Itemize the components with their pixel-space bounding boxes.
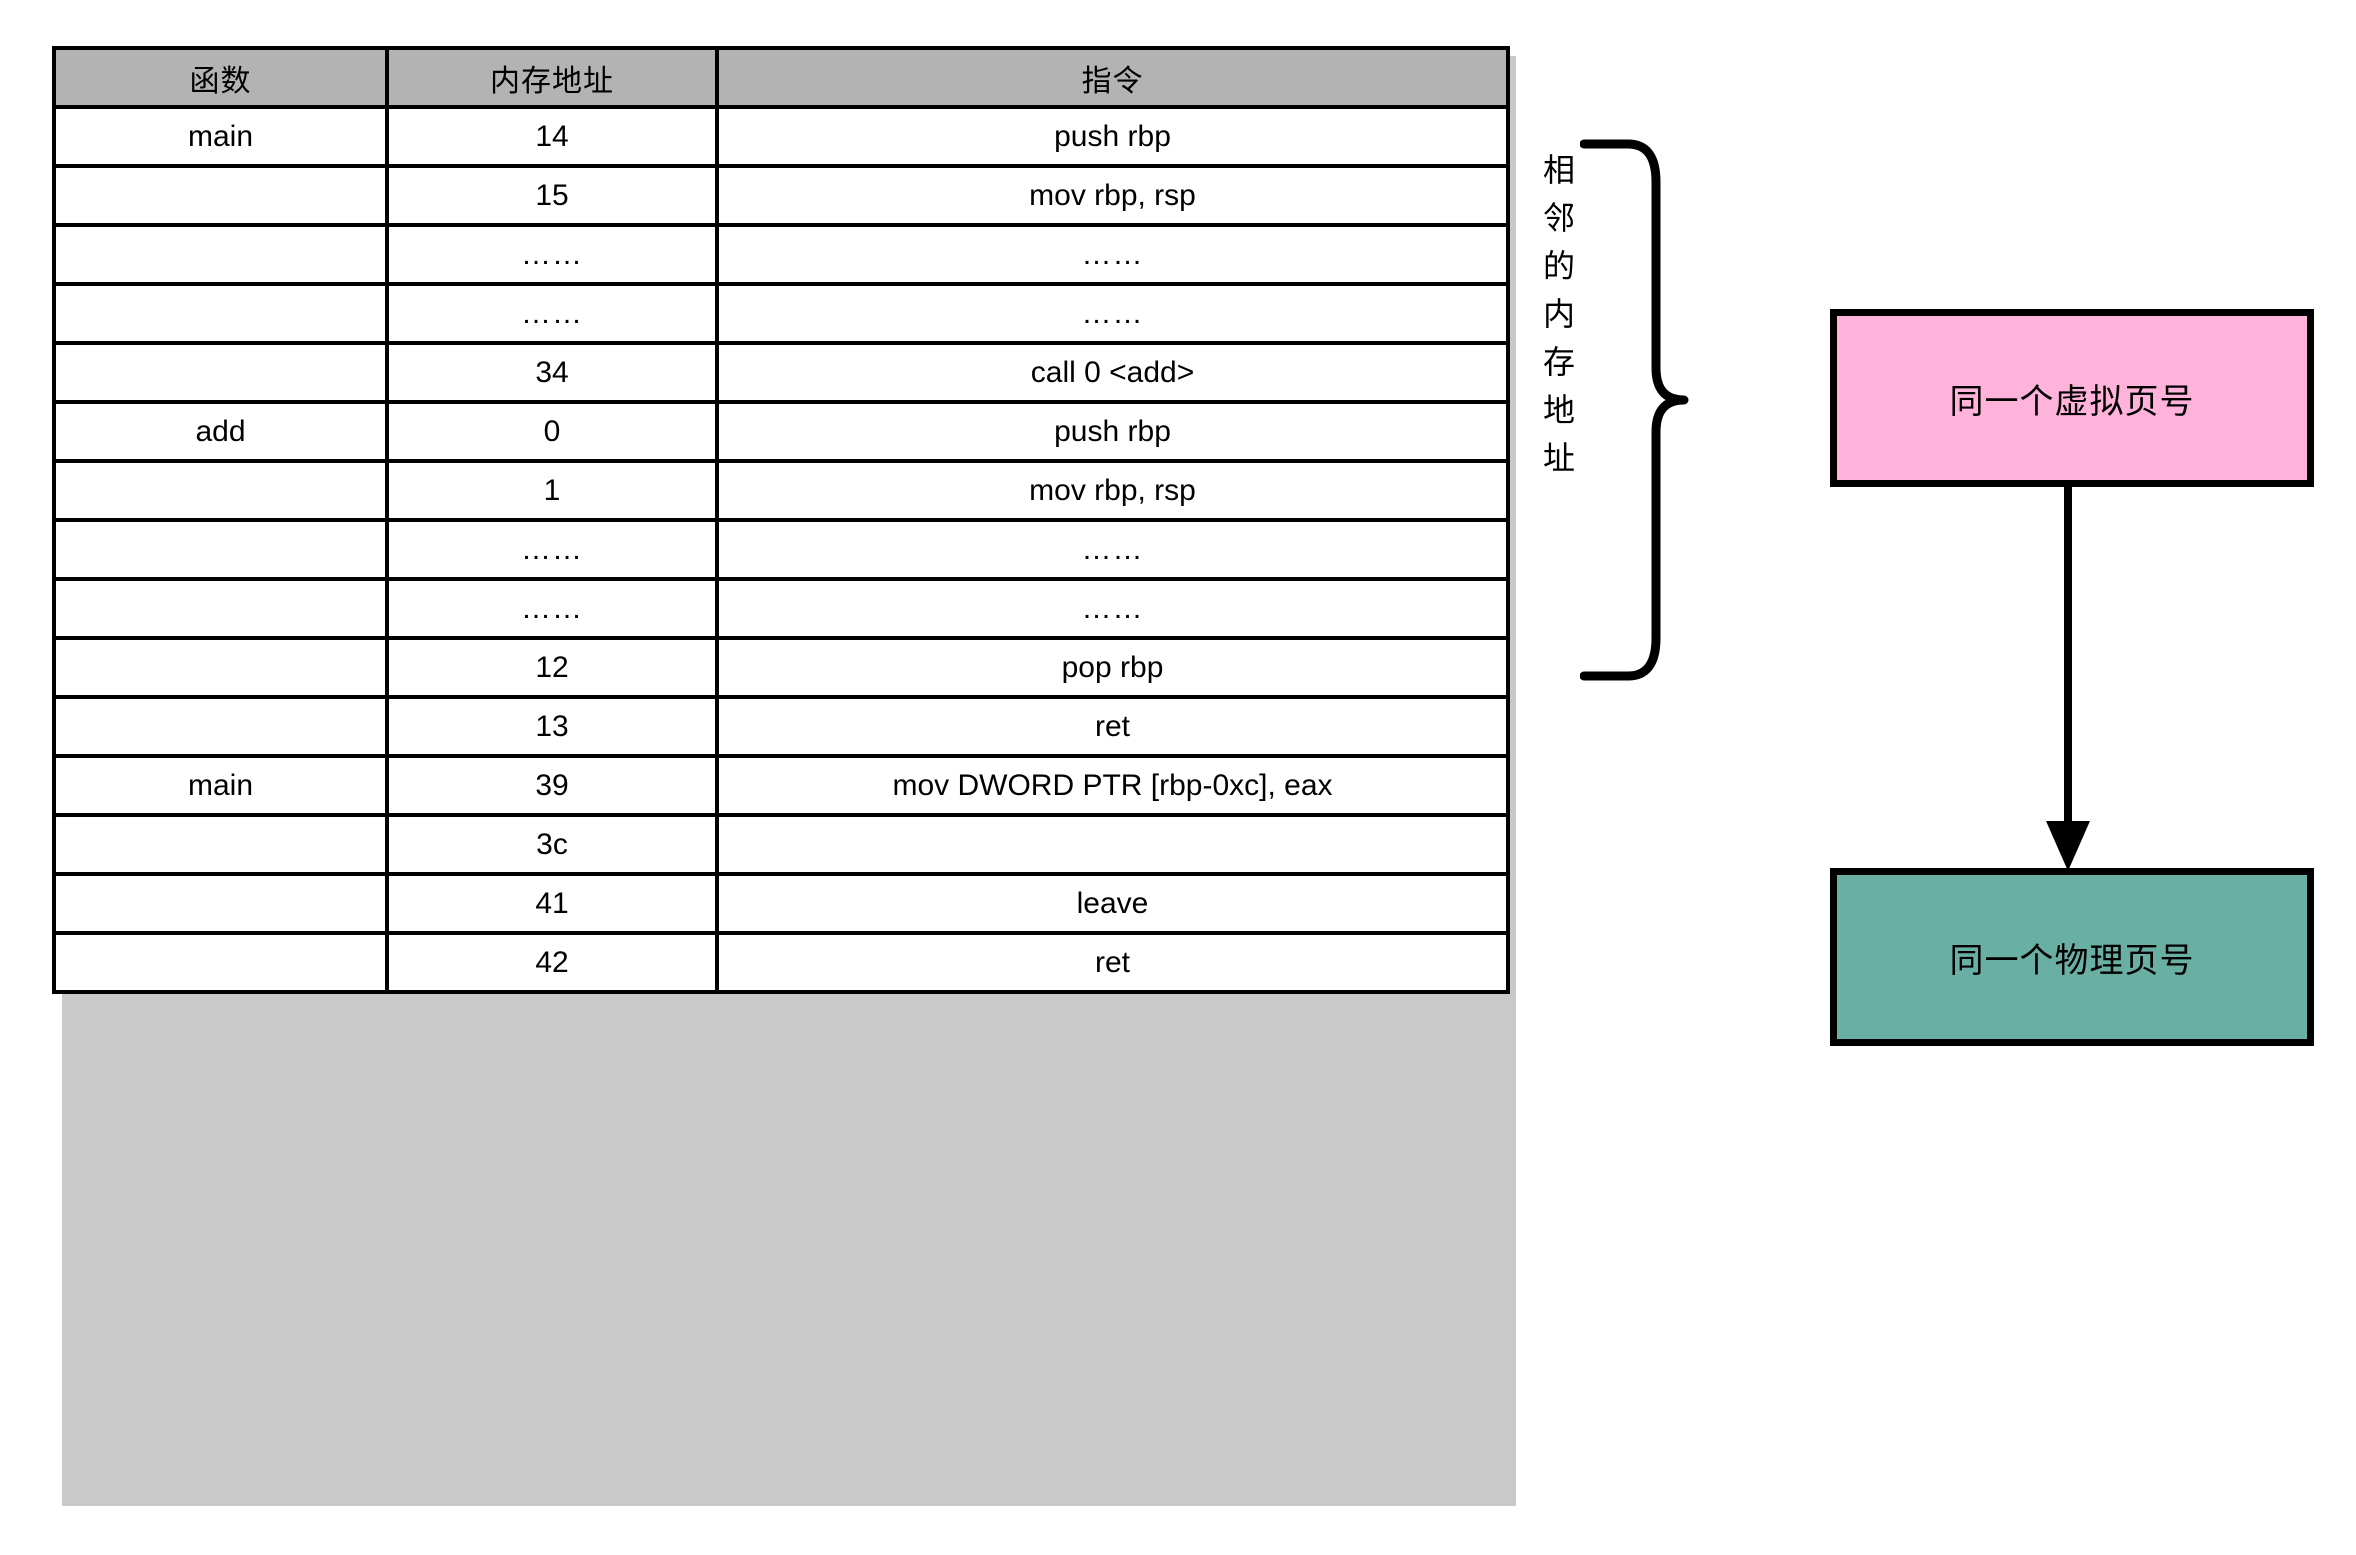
cell-address: 39 (385, 754, 719, 817)
cell-instruction: mov rbp, rsp (715, 164, 1510, 227)
table-row: ………… (52, 223, 1510, 286)
table-row: ………… (52, 518, 1510, 581)
cell-instruction: leave (715, 872, 1510, 935)
cell-function (52, 695, 389, 758)
column-header-instruction: 指令 (715, 46, 1510, 109)
cell-instruction: …… (715, 282, 1510, 345)
cell-function (52, 164, 389, 227)
cell-address: 13 (385, 695, 719, 758)
cell-address: 12 (385, 636, 719, 699)
down-arrow-icon (2046, 485, 2090, 871)
brace-label-char: 相 (1542, 152, 1575, 188)
cell-address: …… (385, 518, 719, 581)
cell-address: 34 (385, 341, 719, 404)
table-row: 3c (52, 813, 1510, 876)
table-row: ………… (52, 282, 1510, 345)
brace-label-char: 址 (1542, 440, 1575, 476)
cell-address: 1 (385, 459, 719, 522)
cell-instruction (715, 813, 1510, 876)
cell-instruction: ret (715, 931, 1510, 994)
cell-function: add (52, 400, 389, 463)
brace-label-char: 的 (1542, 248, 1575, 284)
cell-instruction: ret (715, 695, 1510, 758)
cell-function: main (52, 105, 389, 168)
brace-label: 相 邻 的 内 存 地 址 (1537, 146, 1581, 482)
cell-address: …… (385, 223, 719, 286)
cell-instruction: …… (715, 577, 1510, 640)
cell-function (52, 813, 389, 876)
column-header-address: 内存地址 (385, 46, 719, 109)
brace-label-char: 内 (1542, 296, 1575, 332)
cell-function (52, 282, 389, 345)
cell-function (52, 931, 389, 994)
table-header-row: 函数 内存地址 指令 (52, 46, 1510, 109)
cell-instruction: push rbp (715, 400, 1510, 463)
brace-label-char: 邻 (1542, 200, 1575, 236)
cell-instruction: pop rbp (715, 636, 1510, 699)
cell-instruction: mov rbp, rsp (715, 459, 1510, 522)
cell-function (52, 872, 389, 935)
curly-brace-icon (1580, 139, 1689, 681)
brace-label-char: 地 (1542, 392, 1575, 428)
cell-instruction: …… (715, 518, 1510, 581)
cell-function (52, 223, 389, 286)
cell-address: 14 (385, 105, 719, 168)
virtual-page-label: 同一个虚拟页号 (1949, 382, 2195, 421)
cell-function (52, 577, 389, 640)
virtual-page-box: 同一个虚拟页号 (1830, 309, 2314, 487)
cell-instruction: mov DWORD PTR [rbp-0xc], eax (715, 754, 1510, 817)
cell-function (52, 518, 389, 581)
cell-address: 3c (385, 813, 719, 876)
cell-instruction: push rbp (715, 105, 1510, 168)
physical-page-label: 同一个物理页号 (1949, 941, 2195, 980)
cell-address: …… (385, 577, 719, 640)
cell-address: 41 (385, 872, 719, 935)
cell-instruction: …… (715, 223, 1510, 286)
cell-function (52, 459, 389, 522)
cell-address: …… (385, 282, 719, 345)
cell-function: main (52, 754, 389, 817)
table-row: ………… (52, 577, 1510, 640)
cell-function (52, 341, 389, 404)
cell-address: 0 (385, 400, 719, 463)
physical-page-box: 同一个物理页号 (1830, 868, 2314, 1046)
cell-function (52, 636, 389, 699)
column-header-function: 函数 (52, 46, 389, 109)
cell-instruction: call 0 <add> (715, 341, 1510, 404)
cell-address: 42 (385, 931, 719, 994)
brace-label-char: 存 (1542, 344, 1575, 380)
cell-address: 15 (385, 164, 719, 227)
